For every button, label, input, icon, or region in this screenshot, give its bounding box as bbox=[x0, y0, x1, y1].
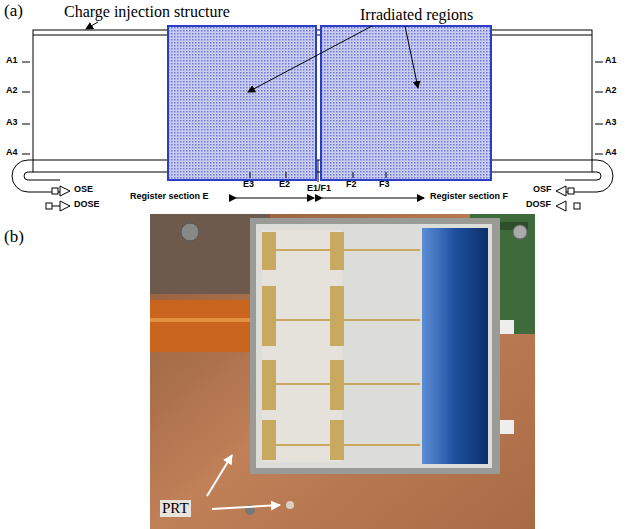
leader-line bbox=[86, 22, 418, 92]
row-label: A2 bbox=[6, 86, 18, 96]
row-label: A1 bbox=[605, 56, 617, 66]
panel-label: (a) bbox=[4, 2, 23, 21]
register-marker: F3 bbox=[379, 180, 390, 190]
irradiated-region bbox=[168, 26, 491, 180]
callout-text: Charge injection structure bbox=[64, 3, 230, 21]
register-tick bbox=[250, 160, 386, 182]
callout-text: PRT bbox=[160, 500, 191, 517]
signal-name: DOSF bbox=[526, 200, 551, 210]
panel-label: (b) bbox=[4, 228, 24, 247]
photo bbox=[150, 214, 535, 529]
row-label: A3 bbox=[6, 118, 18, 128]
signal-name: DOSE bbox=[74, 200, 100, 210]
row-label: A1 bbox=[6, 56, 18, 66]
row-label: A4 bbox=[6, 148, 18, 158]
signal-name: OSE bbox=[74, 185, 93, 195]
section-label: Register section F bbox=[428, 192, 510, 202]
row-tick bbox=[22, 62, 603, 154]
row-label: A2 bbox=[605, 86, 617, 96]
row-label: A4 bbox=[605, 148, 617, 158]
row-label: A3 bbox=[605, 118, 617, 128]
register-marker: E1/F1 bbox=[305, 184, 333, 194]
register-marker: E3 bbox=[243, 180, 254, 190]
callout-text: Irradiated regions bbox=[360, 6, 473, 24]
section-label: Register section E bbox=[128, 192, 211, 202]
signal-name: OSF bbox=[533, 185, 552, 195]
register-marker: F2 bbox=[346, 180, 357, 190]
register-marker: E2 bbox=[279, 180, 290, 190]
section-arrow bbox=[236, 198, 424, 199]
